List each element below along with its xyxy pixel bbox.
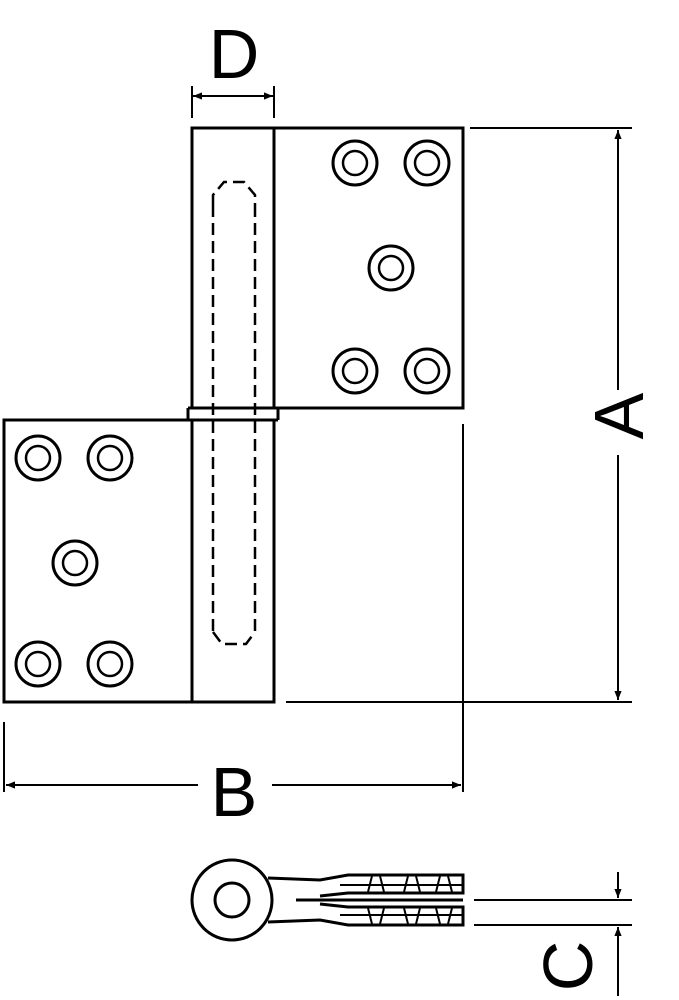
screw-hole: [14, 434, 62, 482]
dimension-c: C: [474, 872, 632, 996]
screw-hole: [403, 347, 451, 395]
screw-hole: [14, 640, 62, 688]
dimension-a: A: [286, 127, 658, 703]
screw-hole: [403, 139, 451, 187]
dimension-d: D: [191, 15, 275, 118]
screw-hole: [331, 347, 379, 395]
dimension-b: B: [3, 424, 464, 831]
screw-hole: [367, 244, 415, 292]
dimension-c-label: C: [529, 941, 607, 992]
lower-leaf: [2, 418, 276, 704]
screw-hole: [86, 434, 134, 482]
knuckle-joint: [186, 406, 280, 422]
hidden-pin: [211, 180, 257, 646]
screw-hole: [86, 640, 134, 688]
dimension-b-label: B: [211, 753, 258, 831]
screw-holes: [14, 139, 451, 688]
screw-hole: [331, 139, 379, 187]
screw-hole: [51, 539, 99, 587]
hinge-side-view: [190, 858, 465, 942]
dimension-a-label: A: [580, 392, 658, 439]
dimension-d-label: D: [209, 15, 260, 93]
upper-leaf: [190, 126, 465, 410]
